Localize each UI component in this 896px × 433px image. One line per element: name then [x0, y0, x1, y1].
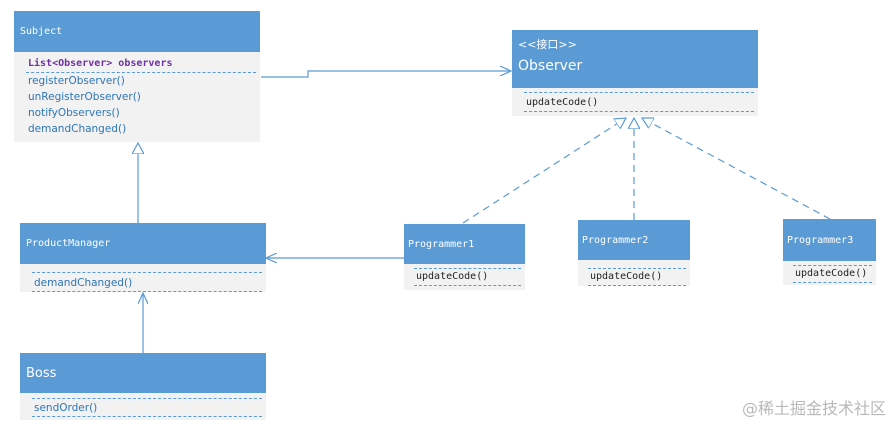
programmer3-separator-top [793, 265, 872, 266]
programmer2-method-update-code: updateCode() [590, 271, 663, 282]
programmer3-separator-bottom [793, 282, 872, 283]
subject-method-notify: notifyObservers() [28, 107, 120, 119]
observer-title: Observer [518, 58, 583, 74]
realization-programmer1-observer [462, 118, 626, 224]
subject-method-unregister: unRegisterObserver() [28, 91, 141, 103]
productmanager-separator-bottom [32, 291, 262, 292]
programmer1-class-box[interactable]: Programmer1 updateCode() [404, 224, 525, 290]
association-subject-observer [261, 71, 511, 78]
productmanager-class-box[interactable]: ProductManager demandChanged() [20, 223, 266, 292]
subject-separator [26, 72, 256, 73]
programmer3-method-update-code: updateCode() [795, 268, 868, 279]
subject-class-box[interactable]: Subject List<Observer> observers registe… [14, 11, 260, 142]
productmanager-title: ProductManager [26, 238, 111, 249]
boss-separator-top [32, 398, 262, 399]
subject-method-register: registerObserver() [28, 75, 125, 87]
productmanager-separator-top [32, 272, 262, 273]
programmer3-class-box[interactable]: Programmer3 updateCode() [783, 219, 876, 285]
programmer2-separator-bottom [588, 285, 686, 286]
programmer2-separator-top [588, 268, 686, 269]
observer-stereotype: <<接口>> [518, 38, 577, 51]
programmer2-title: Programmer2 [582, 234, 649, 246]
observer-separator-top [524, 92, 754, 93]
observer-separator-bottom [524, 111, 754, 112]
boss-separator-bottom [32, 416, 262, 417]
watermark-text: @稀土掘金技术社区 [741, 399, 886, 418]
programmer1-title: Programmer1 [408, 238, 475, 250]
productmanager-method-demand-changed: demandChanged() [34, 277, 133, 289]
subject-field-observers: List<Observer> observers [28, 58, 173, 69]
programmer1-method-update-code: updateCode() [416, 271, 489, 282]
observer-method-update-code: updateCode() [526, 97, 599, 108]
subject-method-demand-changed: demandChanged() [28, 123, 127, 135]
boss-class-box[interactable]: Boss sendOrder() [20, 353, 266, 420]
programmer1-separator-bottom [414, 285, 521, 286]
boss-method-send-order: sendOrder() [34, 402, 98, 414]
boss-title: Boss [26, 365, 57, 381]
observer-interface-box[interactable]: <<接口>> Observer updateCode() [512, 30, 758, 116]
realization-programmer3-observer [642, 118, 831, 220]
programmer1-separator-top [414, 268, 521, 269]
programmer3-title: Programmer3 [787, 234, 854, 246]
subject-title: Subject [20, 26, 63, 37]
programmer2-class-box[interactable]: Programmer2 updateCode() [578, 220, 690, 286]
